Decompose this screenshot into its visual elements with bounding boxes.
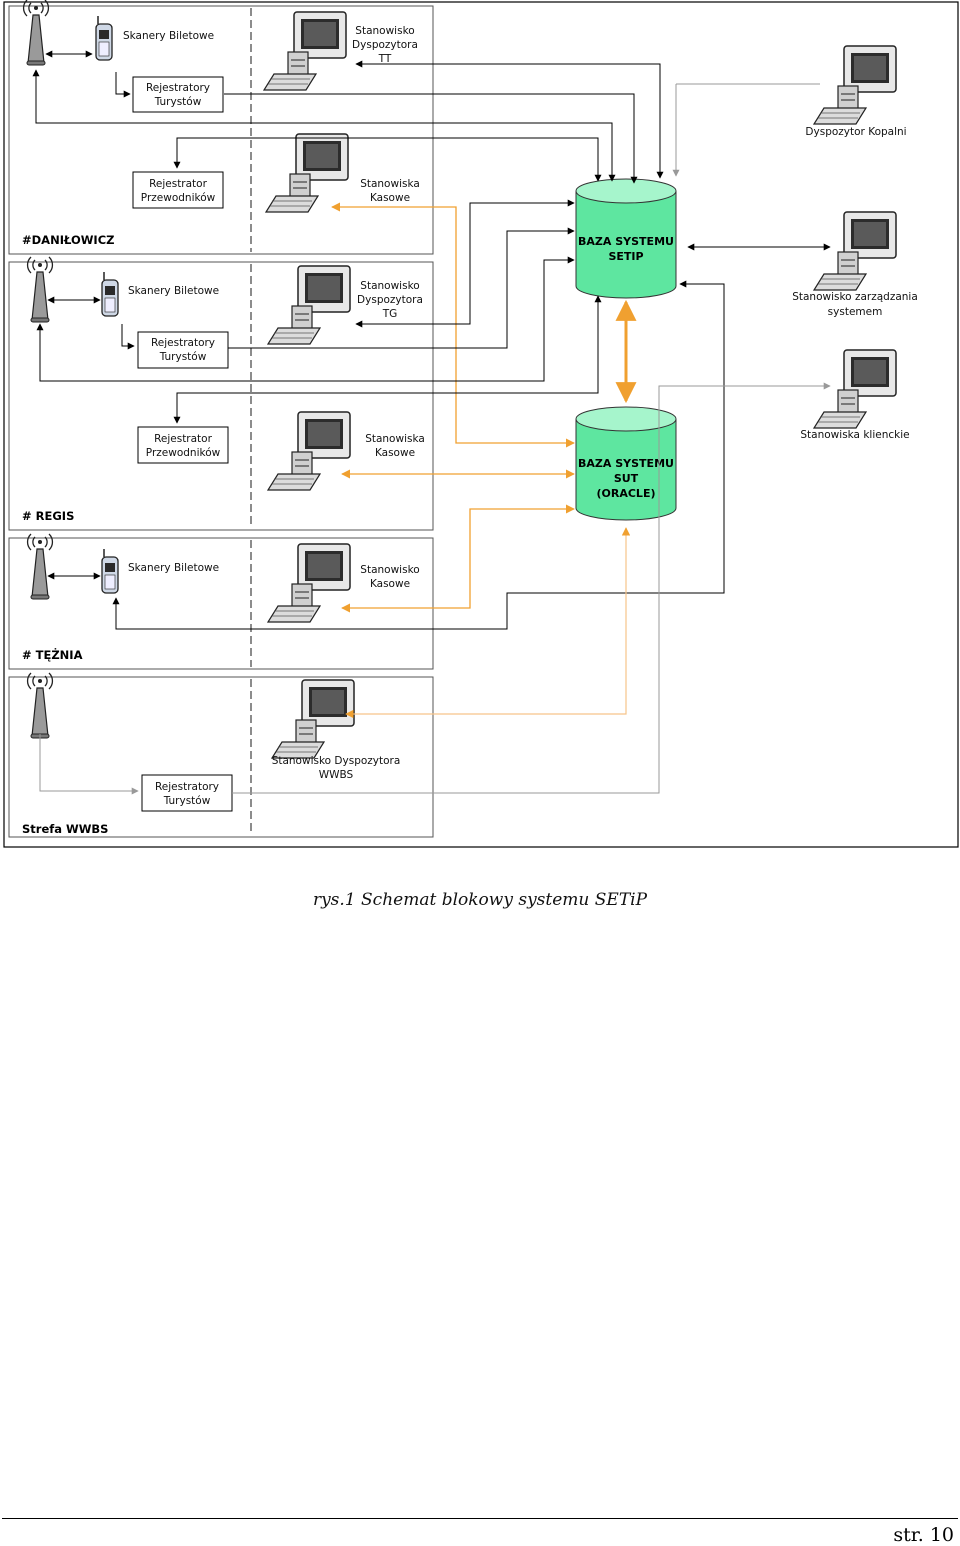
- label-stanowisko-zarzadzania-1: Stanowisko zarządzania: [792, 291, 918, 303]
- label-rejestratory-turystow-1: Rejestratory: [146, 82, 210, 94]
- label-rejestratory-turystow-2: Turystów: [163, 795, 211, 807]
- label-stanowisko-tt-2: Dyspozytora: [352, 39, 418, 51]
- label-rejestratory-turystow-2: Turystów: [159, 351, 207, 363]
- zone-title-teznia: # TĘŻNIA: [22, 647, 83, 662]
- label-stanowisko-tg-1: Stanowisko: [360, 280, 419, 292]
- label-rejestratory-turystow-1: Rejestratory: [151, 337, 215, 349]
- label-stanowiska-kasowe-1: Stanowiska: [365, 433, 425, 445]
- label-skanery-biletowe: Skanery Biletowe: [128, 285, 219, 297]
- computer-icon: [265, 133, 349, 213]
- label-stanowisko-tt-1: Stanowisko: [355, 25, 414, 37]
- antenna-icon: [26, 672, 54, 739]
- zone-title-wwbs: Strefa WWBS: [22, 822, 108, 836]
- label-stanowisko-wwbs-2: WWBS: [319, 769, 354, 781]
- label-stanowisko-tt-3: TT: [378, 53, 392, 65]
- zone-teznia: # TĘŻNIA Skanery Biletowe Stanowisko Kas…: [8, 533, 434, 670]
- diagram-frame: [3, 1, 959, 848]
- label-stanowiska-kasowe-2: Kasowe: [375, 447, 415, 459]
- antenna-icon: [26, 533, 54, 600]
- label-stanowiska-klienckie: Stanowiska klienckie: [800, 429, 909, 441]
- label-stanowisko-tg-3: TG: [382, 308, 398, 320]
- computer-icon: [267, 265, 351, 345]
- label-db-setip-1: BAZA SYSTEMU: [578, 235, 674, 248]
- label-stanowisko-kasowe-2: Kasowe: [370, 578, 410, 590]
- zone-title-danilowicz: #DANIŁOWICZ: [22, 233, 114, 247]
- label-stanowisko-zarzadzania-2: systemem: [828, 306, 883, 318]
- label-dyspozytor-kopalni: Dyspozytor Kopalni: [805, 126, 906, 138]
- box-rejestratory-turystow: [141, 774, 233, 812]
- label-skanery-biletowe: Skanery Biletowe: [128, 562, 219, 574]
- figure-caption: rys.1 Schemat blokowy systemu SETiP: [312, 890, 648, 910]
- label-db-sut-1: BAZA SYSTEMU: [578, 457, 674, 470]
- connectors: [32, 50, 831, 795]
- label-rejestrator-przewodnikow-2: Przewodników: [146, 447, 221, 459]
- computer-icon: [271, 679, 355, 759]
- database-sut: BAZA SYSTEMU SUT (ORACLE): [575, 406, 677, 521]
- label-db-setip-2: SETIP: [608, 250, 643, 263]
- zone-title-regis: # REGIS: [22, 509, 74, 523]
- label-stanowisko-wwbs-1: Stanowisko Dyspozytora: [272, 755, 401, 767]
- computer-icon: [813, 211, 897, 291]
- database-setip: BAZA SYSTEMU SETIP: [575, 178, 677, 299]
- computer-icon: [813, 349, 897, 429]
- ticket-scanner-icon: [101, 548, 119, 594]
- label-rejestrator-przewodnikow-1: Rejestrator: [149, 178, 208, 190]
- label-rejestratory-turystow-1: Rejestratory: [155, 781, 219, 793]
- footer-divider: [2, 1518, 958, 1519]
- label-rejestrator-przewodnikow-2: Przewodników: [141, 192, 216, 204]
- label-skanery-biletowe: Skanery Biletowe: [123, 30, 214, 42]
- computer-icon: [267, 543, 351, 623]
- computer-icon: [813, 45, 897, 125]
- antenna-icon: [22, 0, 50, 66]
- ticket-scanner-icon: [101, 271, 119, 317]
- ticket-scanner-icon: [95, 15, 113, 61]
- label-stanowiska-kasowe-2: Kasowe: [370, 192, 410, 204]
- label-stanowiska-kasowe-1: Stanowiska: [360, 178, 420, 190]
- label-db-sut-2: SUT: [614, 472, 639, 485]
- label-rejestrator-przewodnikow-1: Rejestrator: [154, 433, 213, 445]
- computer-icon: [267, 411, 351, 491]
- computer-icon: [263, 11, 347, 91]
- label-db-sut-3: (ORACLE): [597, 487, 656, 500]
- label-rejestratory-turystow-2: Turystów: [154, 96, 202, 108]
- zone-wwbs: Strefa WWBS Rejestratory Turystów Stanow…: [8, 672, 434, 838]
- zone-danilowicz: #DANIŁOWICZ Skanery Biletowe Rejestrator…: [8, 0, 434, 255]
- antenna-icon: [26, 256, 54, 323]
- system-block-diagram: #DANIŁOWICZ Skanery Biletowe Rejestrator…: [3, 0, 959, 848]
- label-stanowisko-tg-2: Dyspozytora: [357, 294, 423, 306]
- right-clients: Dyspozytor Kopalni Stanowisko zarządzani…: [792, 45, 918, 441]
- page-number: str. 10: [893, 1524, 954, 1546]
- label-stanowisko-kasowe-1: Stanowisko: [360, 564, 419, 576]
